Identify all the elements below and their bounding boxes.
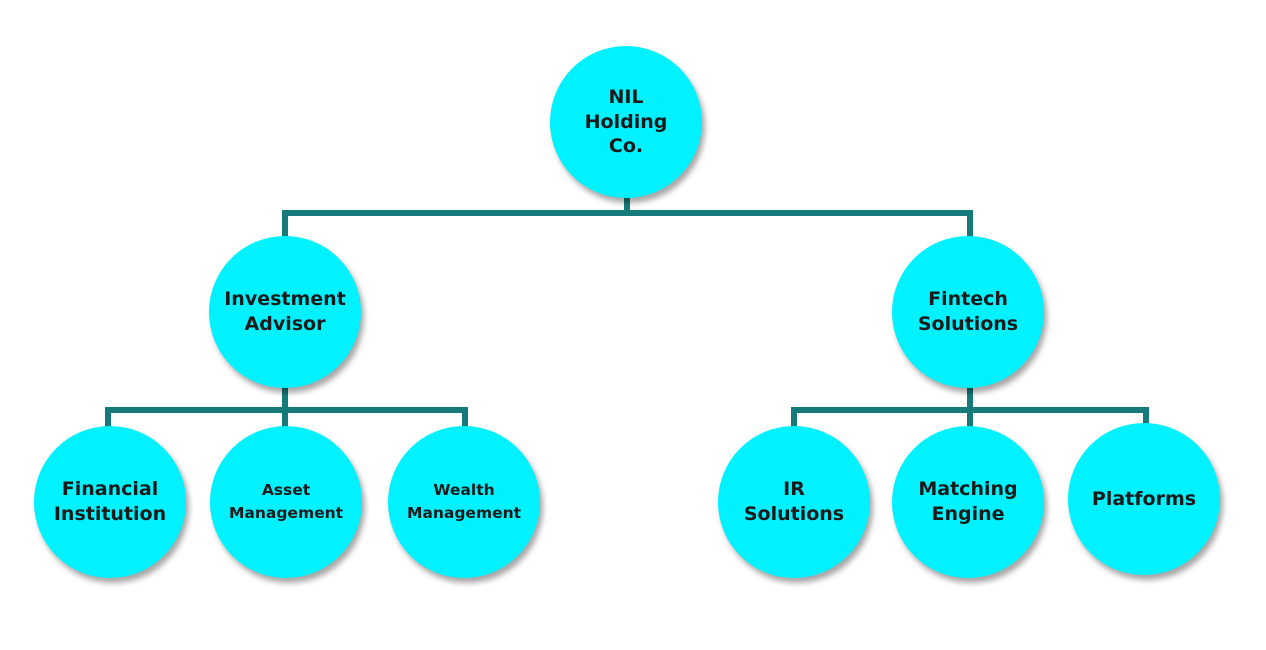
node-fintech-solutions: Fintech Solutions xyxy=(892,236,1044,388)
node-ir-solutions: IR Solutions xyxy=(718,426,870,578)
node-asset-management: Asset Management xyxy=(210,426,362,578)
node-nil-holding-co: NIL Holding Co. xyxy=(550,46,702,198)
node-wealth-management: Wealth Management xyxy=(388,426,540,578)
node-investment-advisor: Investment Advisor xyxy=(209,236,361,388)
node-platforms: Platforms xyxy=(1068,423,1220,575)
connector-fintech-solutions xyxy=(791,385,1149,431)
node-matching-engine: Matching Engine xyxy=(892,426,1044,578)
connector-root xyxy=(282,195,973,241)
node-financial-institution: Financial Institution xyxy=(34,426,186,578)
connector-investment-advisor xyxy=(105,385,468,431)
